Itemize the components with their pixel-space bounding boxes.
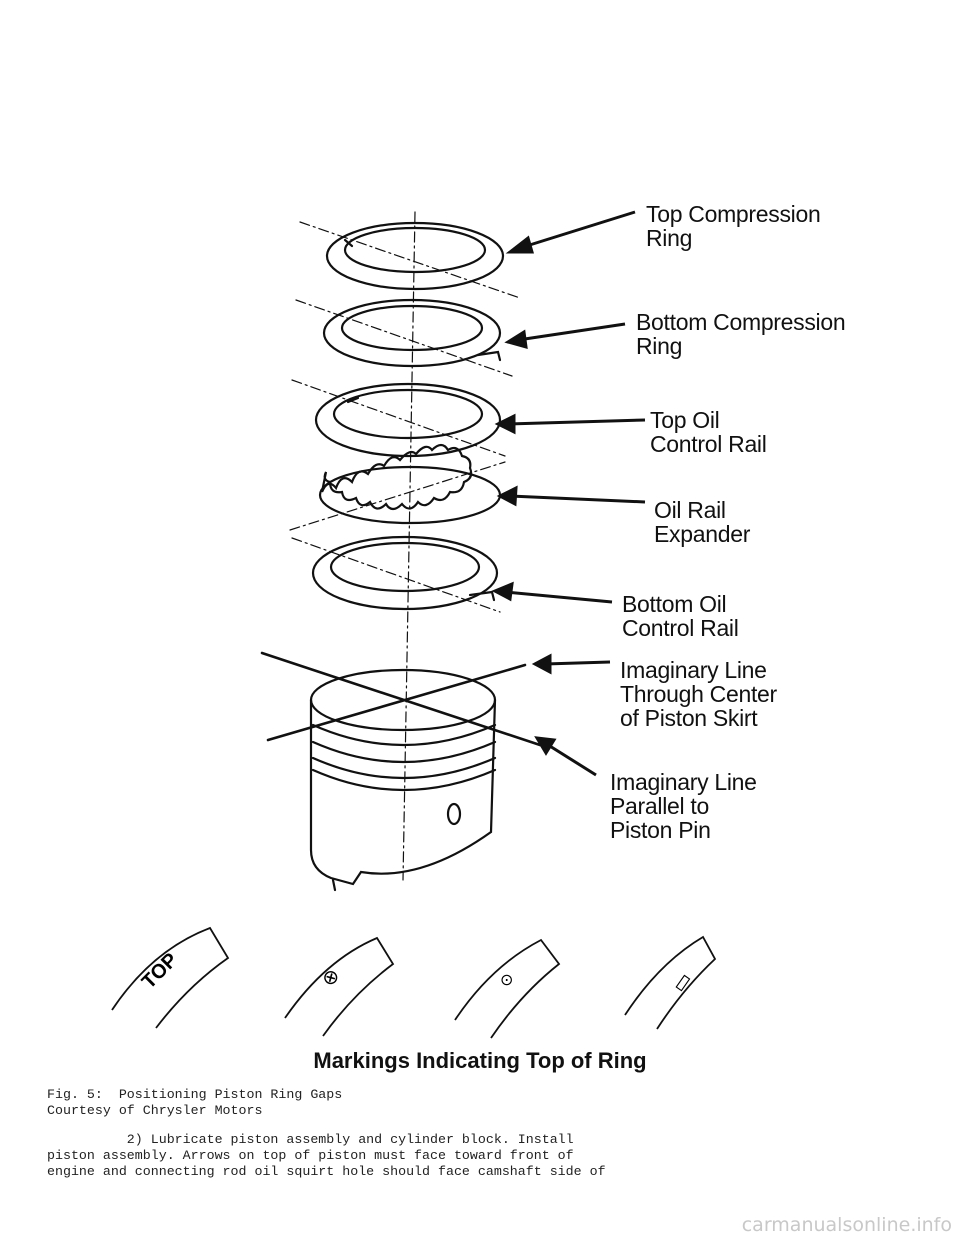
label-top-oil-control-rail: Top Oil Control Rail xyxy=(650,407,767,457)
label-line-parallel-to-pin: Imaginary Line Parallel to Piston Pin xyxy=(610,769,757,843)
ring-marking-3: ⊙ xyxy=(500,970,514,989)
watermark: carmanualsonline.info xyxy=(741,1214,952,1236)
ring-marking-segments xyxy=(111,926,717,1039)
body-line-1: 2) Lubricate piston assembly and cylinde… xyxy=(47,1132,574,1147)
piston xyxy=(309,668,497,892)
imaginary-lines xyxy=(260,651,542,747)
body-line-2: piston assembly. Arrows on top of piston… xyxy=(47,1148,574,1163)
gap-lines xyxy=(289,211,521,881)
label-bottom-oil-control-rail: Bottom Oil Control Rail xyxy=(622,591,739,641)
label-bottom-compression-ring: Bottom Compression Ring xyxy=(636,309,846,359)
label-line-through-center: Imaginary Line Through Center of Piston … xyxy=(620,657,777,731)
markings-caption: Markings Indicating Top of Ring xyxy=(313,1048,647,1073)
courtesy-line: Courtesy of Chrysler Motors xyxy=(47,1103,263,1118)
figure-caption: Fig. 5: Positioning Piston Ring Gaps xyxy=(47,1087,343,1102)
top-oil-control-rail xyxy=(314,382,502,458)
label-top-compression-ring: Top Compression Ring xyxy=(646,201,821,251)
body-line-3: engine and connecting rod oil squirt hol… xyxy=(47,1164,606,1179)
label-oil-rail-expander: Oil Rail Expander xyxy=(654,497,751,547)
bottom-oil-control-rail xyxy=(311,535,499,611)
